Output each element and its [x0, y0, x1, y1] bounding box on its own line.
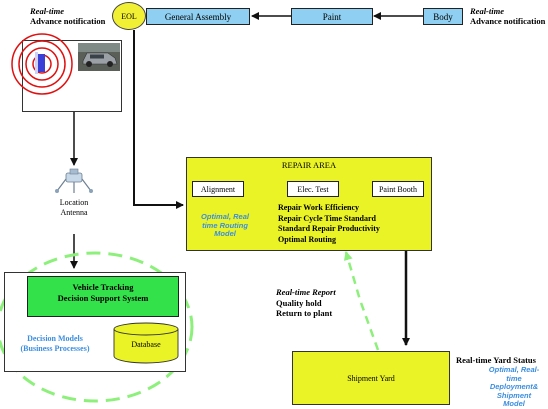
shipment-yard-box: Shipment Yard — [292, 351, 450, 405]
routing-model-line2: time Routing — [202, 220, 248, 230]
antenna-label: Location Antenna — [46, 198, 102, 218]
routing-model-caption: Optimal, Real time Routing Model — [188, 212, 262, 239]
shipment-model-line1: Optimal, Real- — [488, 365, 540, 374]
vehicle-photo-icon — [78, 43, 120, 71]
database-icon — [113, 322, 179, 364]
repair-area-title: REPAIR AREA — [281, 160, 337, 170]
routing-model-line1: Optimal, Real — [201, 212, 249, 221]
left-notification-sub: Advance notification — [30, 16, 106, 26]
eol-label: EOL — [121, 11, 137, 21]
metric-item: Standard Repair Productivity — [278, 224, 380, 233]
realtime-report: Real-time Report Quality hold Return to … — [276, 287, 336, 319]
antenna-icon — [55, 168, 93, 193]
paint-label: Paint — [322, 11, 342, 22]
metric-item: Repair Cycle Time Standard — [278, 213, 377, 223]
eol-node: EOL — [112, 2, 146, 30]
yard-status-title: Real-time Yard Status — [456, 355, 536, 365]
metric-item: Repair Work Efficiency — [278, 203, 360, 212]
general-assembly-box: General Assembly — [146, 8, 250, 25]
shipment-model-line4: Shipment — [496, 390, 532, 400]
shipment-model-line2: time — [506, 373, 522, 383]
routing-model-line3: Model — [214, 229, 236, 238]
left-notification-title: Real-time — [30, 6, 64, 16]
decision-models-line1: Decision Models — [27, 334, 83, 343]
shipment-model-line5: Model — [503, 399, 525, 408]
step-paint-booth-label: Paint Booth — [378, 184, 417, 194]
database-label: Database — [131, 340, 161, 349]
dss-title-line2: Decision Support System — [57, 293, 149, 303]
antenna-label-line1: Location — [59, 198, 89, 207]
step-paint-booth: Paint Booth — [372, 181, 424, 197]
step-alignment: Alignment — [192, 181, 244, 197]
shipment-model-line3: Deployment& — [489, 382, 539, 391]
general-assembly-label: General Assembly — [164, 11, 232, 22]
right-notification-title: Real-time — [470, 6, 504, 16]
paint-box: Paint — [291, 8, 373, 25]
body-box: Body — [423, 8, 463, 25]
repair-metrics: Repair Work Efficiency Repair Cycle Time… — [278, 203, 428, 245]
rfid-signal-icon — [11, 33, 73, 95]
arrow-eol-to-repair — [133, 30, 184, 209]
decision-models-line2: (Business Processes) — [20, 344, 90, 353]
report-item: Quality hold — [276, 297, 322, 308]
repair-area-box — [186, 157, 432, 251]
step-alignment-label: Alignment — [200, 184, 236, 194]
report-item: Return to plant — [276, 308, 333, 318]
dss-title-line1: Vehicle Tracking — [72, 282, 134, 292]
shipment-model-caption: Optimal, Real- time Deployment& Shipment… — [482, 365, 546, 409]
body-label: Body — [433, 11, 453, 22]
report-title: Real-time Report — [276, 287, 336, 297]
decision-models-caption: Decision Models (Business Processes) — [10, 334, 100, 354]
dss-title-box: Vehicle Tracking Decision Support System — [27, 276, 179, 317]
antenna-label-line2: Antenna — [60, 208, 88, 217]
step-elec-test-label: Elec. Test — [297, 184, 329, 194]
feedback-dashed-arrow — [343, 251, 380, 351]
shipment-yard-label: Shipment Yard — [347, 373, 395, 383]
step-elec-test: Elec. Test — [287, 181, 339, 197]
right-notification-sub: Advance notification — [470, 16, 546, 26]
dss-dashed-ellipse — [0, 251, 194, 403]
metric-item: Optimal Routing — [278, 234, 337, 244]
right-notification: Real-time Advance notification — [470, 6, 545, 26]
left-notification: Real-time Advance notification — [30, 6, 105, 26]
